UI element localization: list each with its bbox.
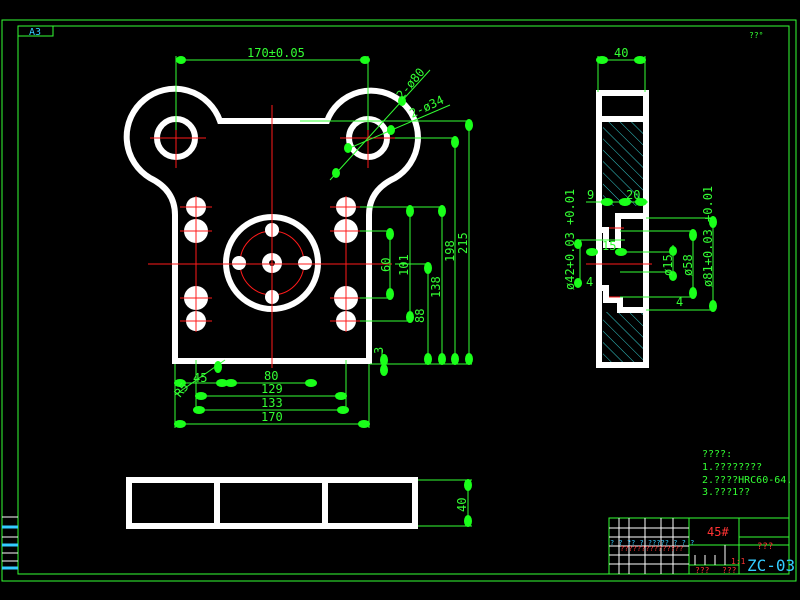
- dim-80: 80: [264, 369, 278, 383]
- dim-bottom-height: 40: [455, 498, 469, 512]
- dim-138: 138: [429, 276, 443, 298]
- dim-198: 198: [443, 240, 457, 262]
- dim-133: 133: [261, 396, 283, 410]
- inner-frame: [17, 25, 790, 575]
- bottom-view: 40: [126, 477, 472, 529]
- dim-side-width: 40: [614, 46, 628, 60]
- technical-notes: ????: 1.???????? 2.????HRC60-64. 3.???1?…: [702, 449, 792, 498]
- dim-phi81: ø81+0.03 +0.01: [701, 186, 715, 287]
- drawing-number: ZC-03: [747, 556, 795, 575]
- material: 45#: [707, 525, 729, 539]
- center-lines: [148, 105, 396, 368]
- dim-top-width: 170±0.05: [247, 46, 305, 60]
- front-view: 170±0.05 2-ø80 2-ø34 60 101 138 198 215 …: [123, 46, 473, 428]
- dim-4b: 4: [676, 295, 683, 309]
- dim-60: 60: [379, 258, 393, 272]
- dim-phi15: ø15: [661, 254, 675, 276]
- dimension-lines: [174, 56, 472, 428]
- sheet-size-label: A3: [29, 27, 41, 38]
- dim-hole-inner: 2-ø34: [407, 93, 446, 121]
- outer-frame: [1, 19, 797, 582]
- dim-129: 129: [261, 382, 283, 396]
- dim-88: 88: [413, 309, 427, 323]
- dim-3: 3: [372, 347, 386, 354]
- part-outline: [123, 85, 421, 364]
- dim-215: 215: [456, 232, 470, 254]
- corner-mark: ??°: [749, 31, 763, 40]
- red-row: ???????????????: [620, 545, 683, 553]
- red-cell-2: ???: [722, 566, 737, 575]
- scale: 1:1: [731, 557, 746, 566]
- side-view: 40 9 20 15 ø42+0.03 +0.01 ø15 ø58 ø81+0.…: [563, 46, 717, 368]
- dim-20: 20: [626, 188, 640, 202]
- dim-phi42: ø42+0.03 +0.01: [563, 189, 577, 290]
- title-block: ? ? ?? ? ????? ? ? ? ??????????????? 45#…: [608, 517, 795, 575]
- red-cell-1: ???: [695, 566, 710, 575]
- sheet-size-box: [17, 25, 54, 37]
- dim-9: 9: [587, 188, 594, 202]
- note-3: 3.???1??: [702, 487, 750, 498]
- header-row: ? ? ?? ? ????? ? ? ?: [610, 539, 694, 547]
- dim-170: 170: [261, 410, 283, 424]
- note-1: 1.????????: [702, 462, 762, 473]
- dim-hole-outer: 2-ø80: [394, 65, 428, 102]
- dim-4a: 4: [586, 275, 593, 289]
- dim-101: 101: [397, 254, 411, 276]
- notes-title: ????:: [702, 449, 732, 460]
- note-2: 2.????HRC60-64.: [702, 475, 792, 486]
- left-margin-table: [2, 516, 18, 570]
- dim-15: 15: [602, 239, 616, 253]
- dim-phi58: ø58: [681, 254, 695, 276]
- slot-holes: [184, 197, 358, 331]
- dimension-arrows: [174, 56, 473, 428]
- dim-45: 45: [193, 371, 207, 385]
- part-name: ???: [757, 542, 773, 552]
